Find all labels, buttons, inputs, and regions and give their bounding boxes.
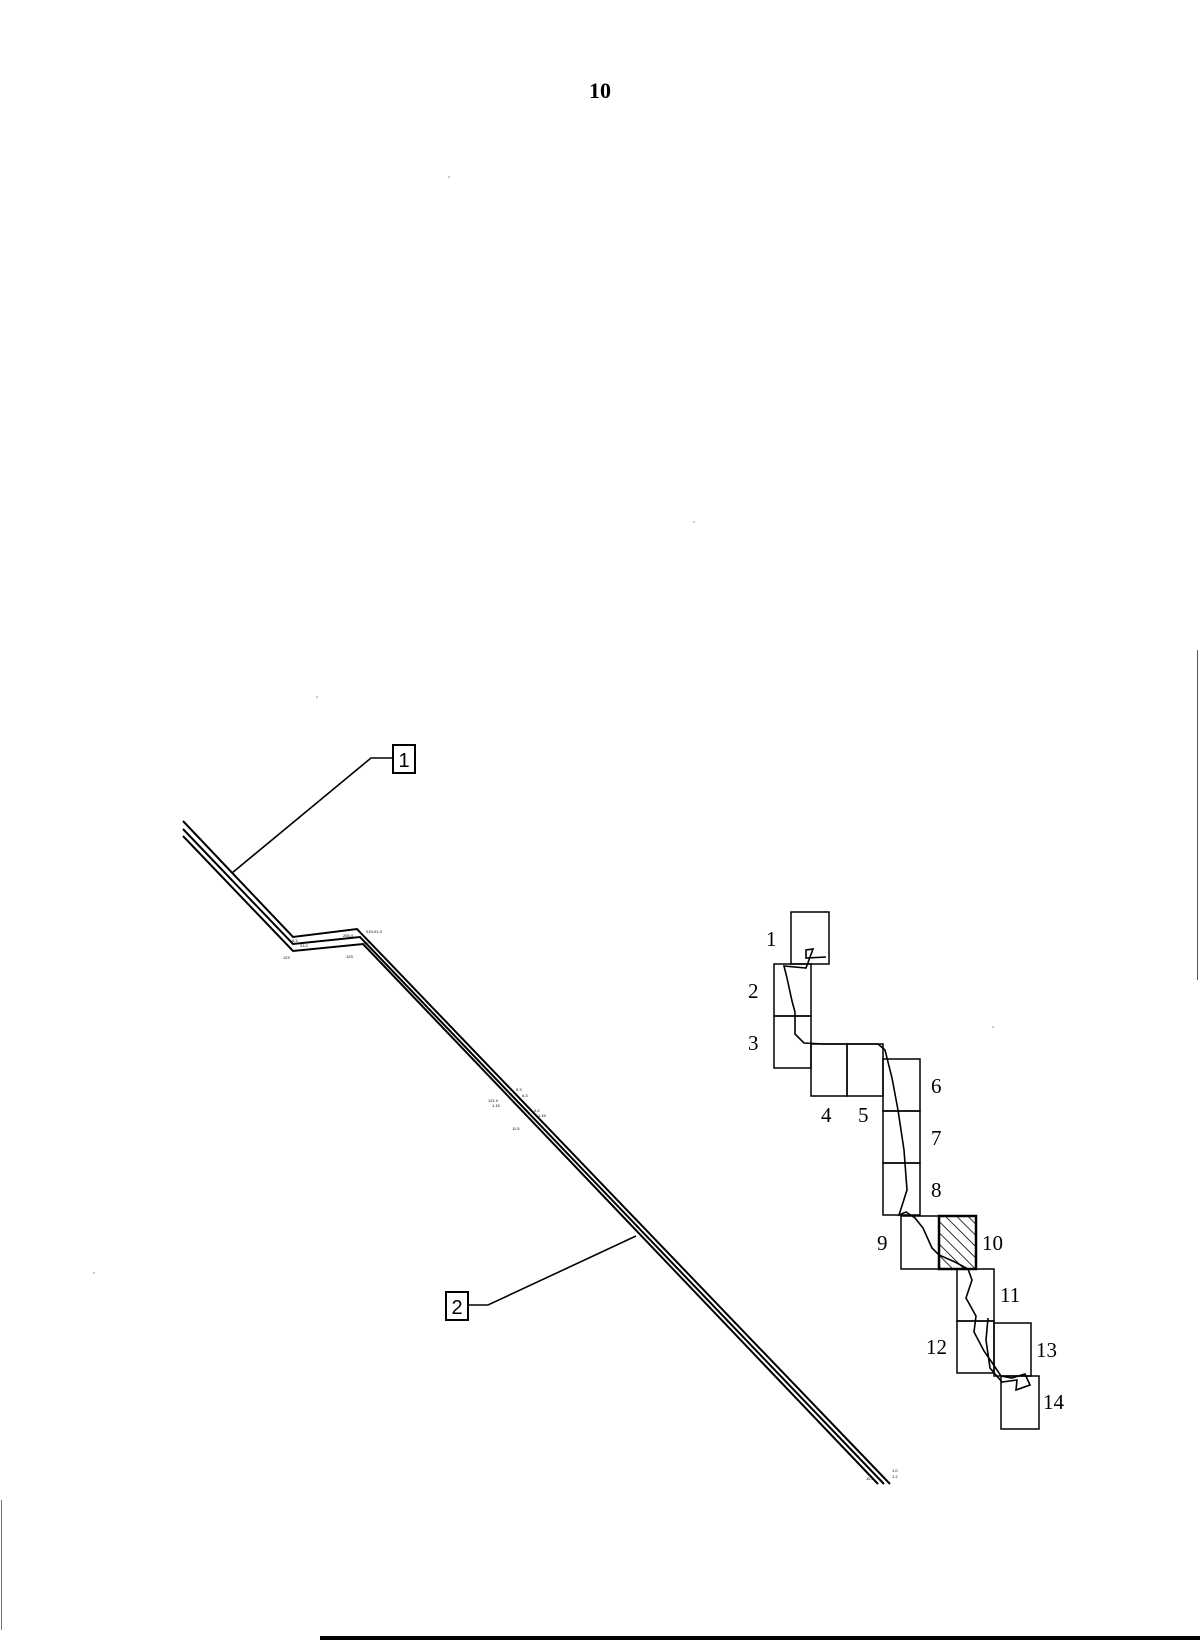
sheet-label-11: 11	[1000, 1283, 1020, 1307]
sheet-index-map	[773, 911, 1040, 1430]
svg-text:121.0: 121.0	[488, 1098, 499, 1103]
sheet-12	[956, 1320, 995, 1374]
corridor-line-inner	[182, 835, 879, 1485]
sheet-3	[773, 1015, 812, 1069]
sheet-label-4: 4	[821, 1103, 832, 1127]
sheet-11	[956, 1268, 995, 1322]
svg-text:123: 123	[346, 954, 353, 959]
callout-2-leader	[468, 1235, 637, 1306]
scan-edge-right	[1197, 650, 1198, 980]
sheet-label-13: 13	[1036, 1338, 1057, 1362]
svg-text:1.15: 1.15	[492, 1103, 501, 1108]
sheet-5	[846, 1043, 884, 1097]
sheet-label-7: 7	[931, 1126, 942, 1150]
sheet-label-3: 3	[748, 1031, 759, 1055]
sheet-label-1: 1	[766, 927, 777, 951]
sheet-label-10: 10	[982, 1231, 1003, 1255]
svg-text:0.2: 0.2	[534, 1108, 540, 1113]
sheet-2	[773, 963, 812, 1017]
sheet-label-2: 2	[748, 979, 759, 1003]
sheet-labels: 1 2 3 4 5 6 7 8 9 10 11 12 13 14	[748, 927, 1065, 1414]
callout-2: 2	[445, 1235, 637, 1321]
callout-1-label: 1	[398, 750, 409, 772]
callout-1: 1	[231, 744, 416, 874]
sheet-14	[1000, 1375, 1040, 1430]
sheet-8	[882, 1162, 921, 1216]
scan-edge-left	[1, 1500, 2, 1630]
corridor-annotations: 6.3 23.2 123 265.4 019-01.0 1.2 123 5.3 …	[283, 929, 898, 1481]
callout-2-box	[445, 1291, 469, 1321]
svg-text:1.2: 1.2	[363, 941, 369, 946]
svg-text:123: 123	[283, 955, 290, 960]
svg-text:1.2: 1.2	[892, 1474, 898, 1479]
pipeline-corridor	[182, 820, 891, 1485]
svg-text:019-01.0: 019-01.0	[366, 929, 383, 934]
svg-text:1.0: 1.0	[892, 1468, 898, 1473]
sheet-10	[937, 1214, 978, 1271]
sheet-label-6: 6	[931, 1074, 942, 1098]
svg-text:1.15: 1.15	[538, 1113, 547, 1118]
svg-text:11.5: 11.5	[512, 1126, 520, 1131]
sheet-label-9: 9	[877, 1231, 888, 1255]
sheet-label-12: 12	[926, 1335, 947, 1359]
svg-text:11.5: 11.5	[866, 1476, 874, 1481]
svg-text:5.3: 5.3	[516, 1087, 522, 1092]
index-route-line	[782, 948, 1032, 1392]
corridor-line-outer	[182, 820, 891, 1485]
callout-2-label: 2	[451, 1297, 462, 1319]
svg-text:265.4: 265.4	[343, 933, 354, 938]
sheet-label-8: 8	[931, 1178, 942, 1202]
svg-text:23.2: 23.2	[300, 943, 309, 948]
sheet-label-5: 5	[858, 1103, 869, 1127]
sheet-4	[810, 1043, 848, 1097]
callout-1-box	[392, 744, 416, 774]
svg-text:6.3: 6.3	[522, 1093, 528, 1098]
page-number: 10	[589, 78, 611, 103]
bottom-rule	[320, 1636, 1200, 1640]
callout-1-leader	[231, 757, 393, 874]
corridor-line-middle	[182, 828, 885, 1485]
scan-specks	[93, 176, 994, 1274]
sheet-label-14: 14	[1043, 1390, 1065, 1414]
svg-text:6.3: 6.3	[292, 938, 298, 943]
sheet-13	[993, 1322, 1032, 1377]
